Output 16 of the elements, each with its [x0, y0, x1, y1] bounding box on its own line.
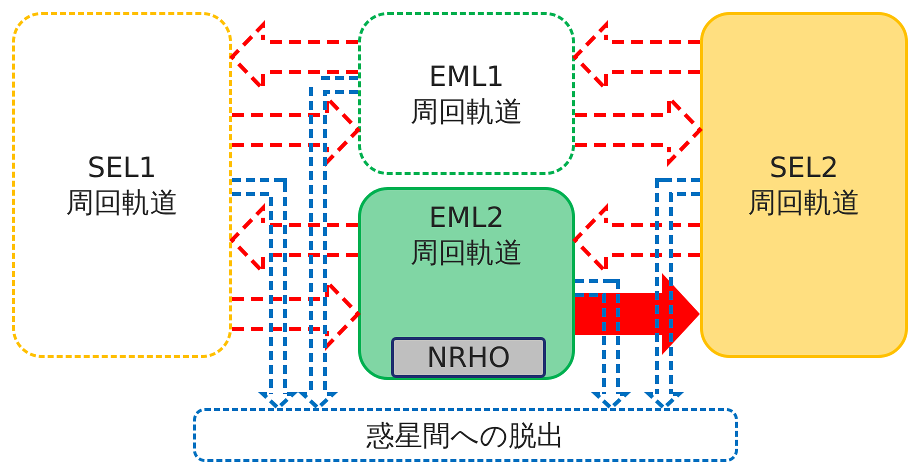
- escape-box: [193, 408, 738, 462]
- node-label: 周回軌道: [410, 235, 522, 270]
- node-label: EML2: [428, 200, 504, 235]
- node-label: EML1: [428, 58, 504, 94]
- nrho-box: [391, 337, 546, 378]
- orbit-box: [700, 12, 908, 358]
- node-label: 惑星間への脱出: [366, 418, 564, 452]
- orbit-box: [12, 12, 232, 358]
- node-label: NRHO: [426, 340, 510, 375]
- node-label: 周回軌道: [748, 185, 860, 220]
- orbit-box: [358, 12, 575, 175]
- node-label: 周回軌道: [410, 94, 522, 128]
- node-label: SEL1: [88, 150, 156, 185]
- node-label: 周回軌道: [66, 185, 178, 220]
- node-label: SEL2: [770, 150, 838, 185]
- orbit-box: [358, 187, 575, 380]
